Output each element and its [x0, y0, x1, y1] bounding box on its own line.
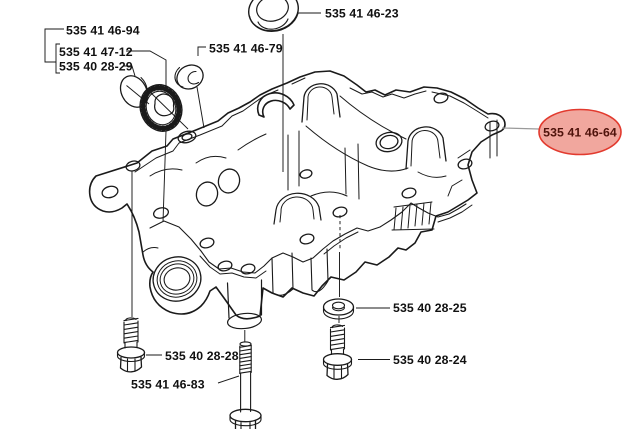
part-46-79-bushing-drawing [174, 64, 204, 90]
leader-46-79 [196, 46, 206, 129]
leader-47-12 [126, 50, 167, 86]
leader-47-12-to-pan [148, 90, 189, 223]
leader-lines [44, 12, 540, 384]
leader-46-64 [501, 127, 540, 130]
leader-28-29 [123, 65, 150, 105]
leader-46-23 [282, 12, 321, 172]
part-46-23-seal-ring-drawing [248, 0, 299, 32]
highlight-ellipse[interactable] [538, 108, 622, 156]
part-label-28-25[interactable]: 535 40 28-25 [393, 301, 467, 315]
part-label-28-24[interactable]: 535 40 28-24 [393, 353, 467, 367]
part-47-12-ribbed-seal-drawing [139, 84, 183, 132]
part-28-24-bolt-drawing [322, 324, 353, 380]
part-label-28-29[interactable]: 535 40 28-29 [59, 60, 133, 74]
part-label-46-83[interactable]: 535 41 46-83 [131, 378, 205, 392]
part-label-46-94[interactable]: 535 41 46-94 [66, 24, 140, 38]
leader-28-25 [338, 252, 390, 323]
leader-46-94 [44, 28, 64, 63]
leader-46-83 [217, 330, 246, 384]
part-46-83-long-bolt-drawing [229, 341, 262, 429]
oil-pan-drawing [88, 70, 506, 330]
part-28-28-bolt-drawing [116, 317, 146, 373]
part-label-46-23[interactable]: 535 41 46-23 [325, 7, 399, 21]
part-28-25-washer-drawing [322, 298, 355, 320]
leader-28-28 [131, 171, 162, 356]
leader-group-bracket [55, 43, 60, 74]
part-label-46-79[interactable]: 535 41 46-79 [209, 42, 283, 56]
highlight-callout-46-64[interactable]: 535 41 46-64 [538, 108, 622, 156]
part-label-28-28[interactable]: 535 40 28-28 [165, 349, 239, 363]
part-label-46-64[interactable]: 535 41 46-64 [543, 126, 617, 140]
part-28-29-plug-drawing [119, 75, 149, 108]
part-label-47-12[interactable]: 535 41 47-12 [59, 45, 133, 59]
